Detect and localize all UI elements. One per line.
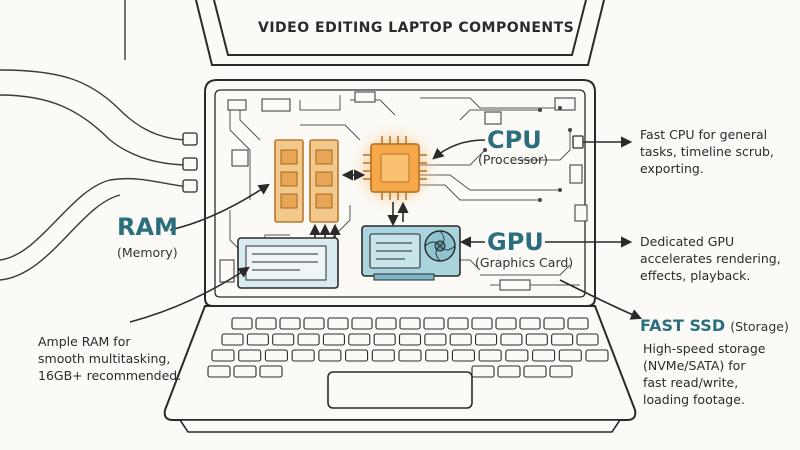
keyboard-key bbox=[451, 349, 475, 362]
keyboard-key bbox=[478, 349, 502, 362]
keyboard-key bbox=[471, 317, 493, 330]
keyboard-key bbox=[255, 317, 277, 330]
keyboard-key bbox=[532, 349, 556, 362]
keyboard-key bbox=[264, 349, 288, 362]
keyboard-key bbox=[398, 349, 422, 362]
ssd-heading: FAST SSD (Storage) bbox=[640, 316, 789, 335]
cpu-sublabel: (Processor) bbox=[478, 152, 548, 167]
ssd-description-line: (NVMe/SATA) for bbox=[643, 358, 746, 373]
callout-arrows bbox=[129, 136, 643, 323]
keyboard-key bbox=[497, 365, 521, 378]
keyboard-key bbox=[475, 333, 498, 346]
ram-description-line: smooth multitasking, bbox=[38, 351, 171, 366]
keyboard-key bbox=[447, 317, 469, 330]
ssd-description-line: loading footage. bbox=[643, 392, 745, 407]
keyboard-key bbox=[523, 365, 547, 378]
keyboard-key bbox=[238, 349, 262, 362]
keyboard-key bbox=[425, 349, 449, 362]
laptop-lid bbox=[195, 0, 605, 66]
keyboard-key bbox=[576, 333, 599, 346]
ram-sublabel: (Memory) bbox=[117, 245, 178, 260]
ram-modules bbox=[274, 139, 339, 223]
keyboard-key bbox=[246, 333, 269, 346]
ssd-sublabel: (Storage) bbox=[730, 319, 789, 334]
keyboard-key bbox=[327, 317, 349, 330]
ssd-label: FAST SSD bbox=[640, 316, 726, 335]
gpu-card bbox=[361, 225, 461, 281]
touchpad bbox=[327, 371, 473, 409]
cable-plugs bbox=[182, 132, 198, 193]
keyboard-key bbox=[371, 349, 395, 362]
ssd-description-line: fast read/write, bbox=[643, 375, 739, 390]
keyboard-key bbox=[373, 333, 396, 346]
keyboard-key bbox=[449, 333, 472, 346]
keyboard-key bbox=[424, 333, 447, 346]
gpu-description-line: effects, playback. bbox=[640, 268, 751, 283]
keyboard-key bbox=[233, 365, 257, 378]
keyboard-key bbox=[567, 317, 589, 330]
cpu-chip bbox=[347, 120, 443, 216]
cpu-description-line: Fast CPU for general bbox=[640, 127, 768, 142]
keyboard-key bbox=[351, 317, 373, 330]
gpu-label: GPU bbox=[487, 228, 544, 256]
diagram-title: VIDEO EDITING LAPTOP COMPONENTS bbox=[258, 20, 575, 36]
gpu-description-line: accelerates rendering, bbox=[640, 251, 781, 266]
circuit-chips bbox=[219, 91, 588, 291]
ssd-description-line: High-speed storage bbox=[643, 341, 766, 356]
keyboard-key bbox=[272, 333, 295, 346]
keyboard-keys bbox=[207, 317, 609, 378]
keyboard-key bbox=[500, 333, 523, 346]
cpu-description-line: tasks, timeline scrub, bbox=[640, 144, 774, 159]
gpu-description: Dedicated GPU accelerates rendering, eff… bbox=[640, 233, 781, 284]
keyboard-key bbox=[398, 333, 422, 346]
callout-clips bbox=[572, 135, 584, 149]
ram-description: Ample RAM for smooth multitasking, 16GB+… bbox=[38, 333, 181, 384]
keyboard-key bbox=[558, 349, 582, 362]
cpu-label: CPU bbox=[487, 126, 542, 154]
keyboard-key bbox=[399, 317, 421, 330]
keyboard-key bbox=[297, 333, 320, 346]
keyboard-key bbox=[471, 365, 495, 378]
keyboard-key bbox=[519, 317, 541, 330]
keyboard-key bbox=[207, 365, 231, 378]
ssd-drive bbox=[237, 237, 339, 289]
keyboard-key bbox=[549, 365, 573, 378]
ram-label: RAM bbox=[117, 213, 178, 241]
keyboard-key bbox=[322, 333, 345, 346]
keyboard-key bbox=[348, 333, 371, 346]
keyboard-key bbox=[551, 333, 574, 346]
keyboard-key bbox=[231, 317, 253, 330]
keyboard-key bbox=[345, 349, 369, 362]
keyboard-key bbox=[505, 349, 529, 362]
keyboard-key bbox=[375, 317, 397, 330]
keyboard-key bbox=[259, 365, 283, 378]
keyboard-key bbox=[221, 333, 244, 346]
keyboard-key bbox=[291, 349, 315, 362]
keyboard-key bbox=[423, 317, 445, 330]
keyboard-key bbox=[525, 333, 548, 346]
keyboard-key bbox=[211, 349, 235, 362]
keyboard-key bbox=[318, 349, 342, 362]
data-flow-arrows bbox=[309, 169, 409, 238]
cables bbox=[0, 0, 191, 281]
cpu-description-line: exporting. bbox=[640, 161, 704, 176]
cpu-description: Fast CPU for general tasks, timeline scr… bbox=[640, 126, 774, 177]
ram-description-line: Ample RAM for bbox=[38, 334, 131, 349]
keyboard-key bbox=[279, 317, 301, 330]
keyboard-key bbox=[543, 317, 565, 330]
keyboard-key bbox=[303, 317, 325, 330]
ram-description-line: 16GB+ recommended. bbox=[38, 368, 182, 383]
gpu-sublabel: (Graphics Card) bbox=[475, 255, 574, 270]
ssd-description: High-speed storage (NVMe/SATA) for fast … bbox=[643, 340, 765, 408]
gpu-description-line: Dedicated GPU bbox=[640, 234, 735, 249]
keyboard-key bbox=[585, 349, 609, 362]
keyboard-key bbox=[495, 317, 517, 330]
